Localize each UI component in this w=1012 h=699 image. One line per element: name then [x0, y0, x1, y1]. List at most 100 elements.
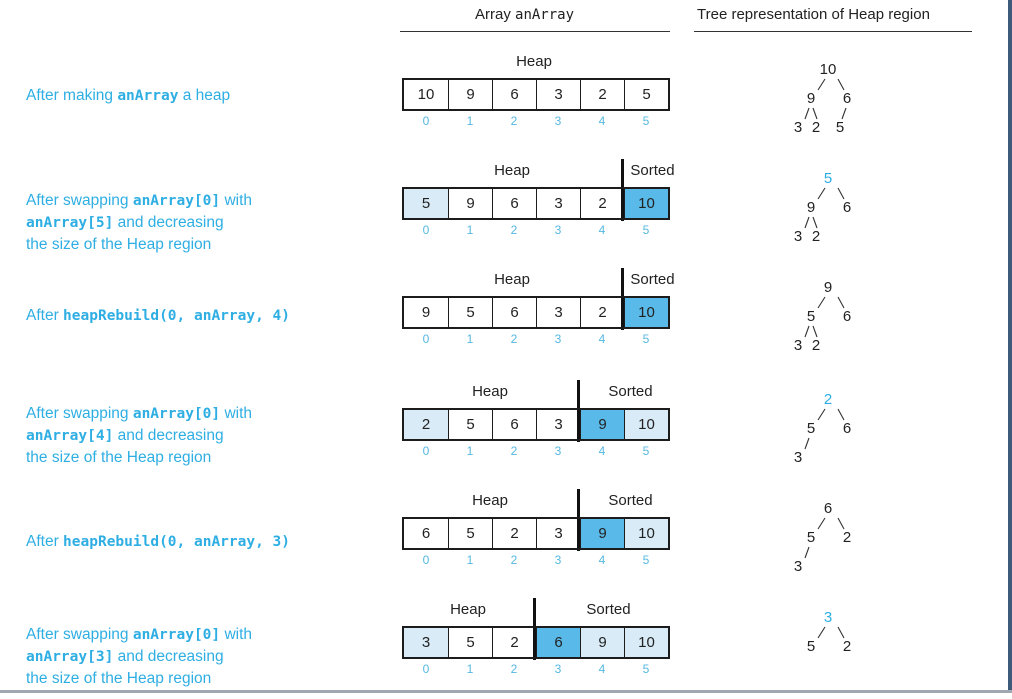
index-label: 3 [554, 114, 562, 128]
array-cell: 2 [492, 519, 536, 548]
tree-node-ll: 3 [794, 119, 802, 136]
description-text: After swapping [26, 405, 133, 422]
tree-edge [837, 408, 845, 421]
sorted-label: Sorted [630, 162, 675, 179]
array-cell: 10 [624, 298, 668, 327]
tree-node-root: 10 [820, 61, 837, 78]
tree-edge [804, 546, 810, 559]
heap-sorted-divider [577, 489, 580, 551]
step-description: After heapRebuild(0, anArray, 4) [26, 305, 290, 327]
tree-edge [817, 296, 826, 309]
tree-node-ll: 3 [794, 337, 802, 354]
array-cell: 5 [448, 298, 492, 327]
array-cell: 3 [404, 628, 448, 657]
array-cell: 2 [580, 189, 624, 218]
code-text: anArray[0] [132, 193, 221, 209]
array-header-rule [400, 31, 670, 32]
tree-header: Tree representation of Heap region [697, 6, 930, 23]
tree-node-left: 5 [807, 638, 815, 655]
tree-node-lr: 2 [812, 228, 820, 245]
heap-label: Heap [472, 383, 508, 400]
heap-label: Heap [516, 53, 552, 70]
array-cell: 9 [421, 304, 431, 321]
tree-edge [817, 78, 826, 91]
step-description: After making anArray a heap [26, 85, 230, 107]
array-cell: 9 [448, 80, 492, 109]
array-cell: 2 [404, 410, 448, 439]
description-line: anArray[3] and decreasing [26, 646, 252, 668]
tree-edge [837, 78, 845, 91]
description-text: and decreasing [113, 214, 224, 231]
tree-node-root: 9 [824, 279, 832, 296]
description-line: After swapping anArray[0] with [26, 624, 252, 646]
array-cell: 6 [536, 628, 580, 657]
array-cell: 9 [580, 628, 624, 657]
tree-edge [804, 216, 810, 229]
tree-node-right: 6 [843, 420, 851, 437]
tree-edge [837, 626, 845, 639]
index-label: 3 [554, 444, 562, 458]
index-label: 1 [466, 662, 474, 676]
description-line: After making anArray a heap [26, 85, 230, 107]
tree-node-left: 5 [807, 529, 815, 546]
index-label: 5 [642, 662, 650, 676]
description-text: a heap [178, 87, 231, 104]
description-text: After making [26, 87, 118, 104]
tree-edge [817, 187, 826, 200]
description-text: with [220, 626, 253, 643]
array-cell: 6 [492, 80, 536, 109]
index-label: 0 [422, 332, 430, 346]
tree-edge [804, 437, 810, 450]
right-edge-border [1008, 0, 1012, 693]
tree-node-lr: 2 [812, 337, 820, 354]
sorted-label: Sorted [608, 492, 653, 509]
index-label: 2 [510, 223, 518, 237]
description-line: anArray[4] and decreasing [26, 425, 252, 447]
array-cell: 10 [624, 410, 668, 439]
index-label: 2 [510, 114, 518, 128]
tree-node-left: 5 [807, 420, 815, 437]
heap-sorted-divider [621, 268, 624, 330]
description-text: After swapping [26, 192, 133, 209]
index-label: 2 [510, 332, 518, 346]
description-text: the size of the Heap region [26, 670, 212, 687]
index-label: 1 [466, 332, 474, 346]
tree-node-root: 6 [824, 500, 832, 517]
index-label: 5 [642, 114, 650, 128]
code-text: anArray[0] [132, 627, 221, 643]
index-label: 5 [642, 553, 650, 567]
code-text: anArray [117, 88, 179, 104]
index-label: 3 [554, 662, 562, 676]
array-cell: 9 [448, 189, 492, 218]
code-text: anArray[3] [26, 649, 114, 665]
index-label: 0 [422, 444, 430, 458]
index-label: 0 [422, 553, 430, 567]
tree-node-right: 6 [843, 308, 851, 325]
code-text: heapRebuild(0, anArray, 3) [63, 534, 291, 550]
array-cell: 9 [580, 410, 624, 439]
tree-edge [837, 296, 845, 309]
description-text: After [26, 533, 64, 550]
description-text: After swapping [26, 626, 133, 643]
description-line: anArray[5] and decreasing [26, 212, 252, 234]
tree-header-rule [694, 31, 972, 32]
description-line: After swapping anArray[0] with [26, 190, 252, 212]
sorted-label: Sorted [586, 601, 631, 618]
index-label: 4 [598, 662, 606, 676]
array-cell: 5 [624, 80, 668, 109]
description-text: and decreasing [113, 648, 224, 665]
array-cell: 10 [417, 86, 435, 103]
index-label: 1 [466, 553, 474, 567]
